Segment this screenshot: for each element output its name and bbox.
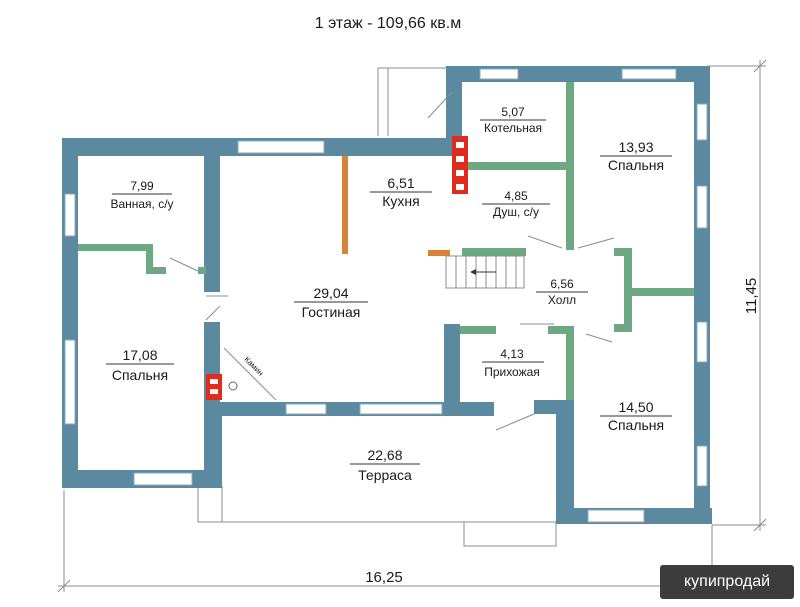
- svg-text:5,07: 5,07: [501, 105, 525, 119]
- room-living: 29,04 Гостиная: [294, 285, 368, 320]
- site-logo: купипродай: [660, 565, 794, 599]
- width-dimension: 16,25: [365, 569, 403, 586]
- plan-title: 1 этаж - 109,66 кв.м: [315, 15, 461, 32]
- brick-flues: [206, 136, 468, 401]
- room-entry: 4,13 Прихожая: [482, 347, 544, 379]
- door-swings: [169, 91, 615, 431]
- svg-text:6,56: 6,56: [550, 277, 574, 291]
- fireplace-label: Камин: [242, 355, 265, 378]
- svg-text:17,08: 17,08: [122, 347, 157, 363]
- svg-text:13,93: 13,93: [618, 139, 653, 155]
- svg-text:Прихожая: Прихожая: [484, 365, 540, 379]
- svg-text:Спальня: Спальня: [608, 157, 664, 173]
- room-kitchen: 6,51 Кухня: [370, 175, 432, 209]
- svg-text:22,68: 22,68: [367, 447, 402, 463]
- svg-text:7,99: 7,99: [130, 179, 154, 193]
- svg-text:29,04: 29,04: [313, 285, 348, 301]
- windows: [64, 68, 708, 523]
- svg-text:Холл: Холл: [548, 293, 576, 307]
- room-terrace: 22,68 Терраса: [350, 447, 420, 483]
- room-boiler: 5,07 Котельная: [480, 105, 546, 135]
- room-bedroom-ne: 13,93 Спальня: [600, 139, 672, 173]
- room-bedroom-se: 14,50 Спальня: [600, 399, 672, 433]
- svg-text:Ванная, с/у: Ванная, с/у: [110, 197, 173, 211]
- room-bath: 7,99 Ванная, с/у: [110, 179, 173, 211]
- svg-text:Кухня: Кухня: [382, 193, 419, 209]
- svg-text:4,85: 4,85: [504, 189, 528, 203]
- svg-text:Спальня: Спальня: [112, 367, 168, 383]
- room-bedroom-w: 17,08 Спальня: [106, 347, 174, 383]
- svg-text:Гостиная: Гостиная: [302, 304, 361, 320]
- svg-text:6,51: 6,51: [387, 175, 414, 191]
- svg-text:Душ, с/у: Душ, с/у: [493, 205, 539, 219]
- svg-text:Спальня: Спальня: [608, 417, 664, 433]
- interior-partitions: [78, 82, 694, 400]
- height-dimension: 11,45: [743, 278, 760, 314]
- dimension-guides: [57, 59, 767, 593]
- room-shower: 4,85 Душ, с/у: [482, 189, 550, 219]
- svg-text:4,13: 4,13: [500, 347, 524, 361]
- room-hall: 6,56 Холл: [536, 277, 588, 307]
- svg-text:14,50: 14,50: [618, 399, 653, 415]
- svg-text:Терраса: Терраса: [358, 467, 412, 483]
- room-labels: 7,99 Ванная, с/у 5,07 Котельная 6,51 Кух…: [106, 105, 672, 483]
- staircase: [445, 255, 525, 289]
- svg-text:Котельная: Котельная: [484, 121, 542, 135]
